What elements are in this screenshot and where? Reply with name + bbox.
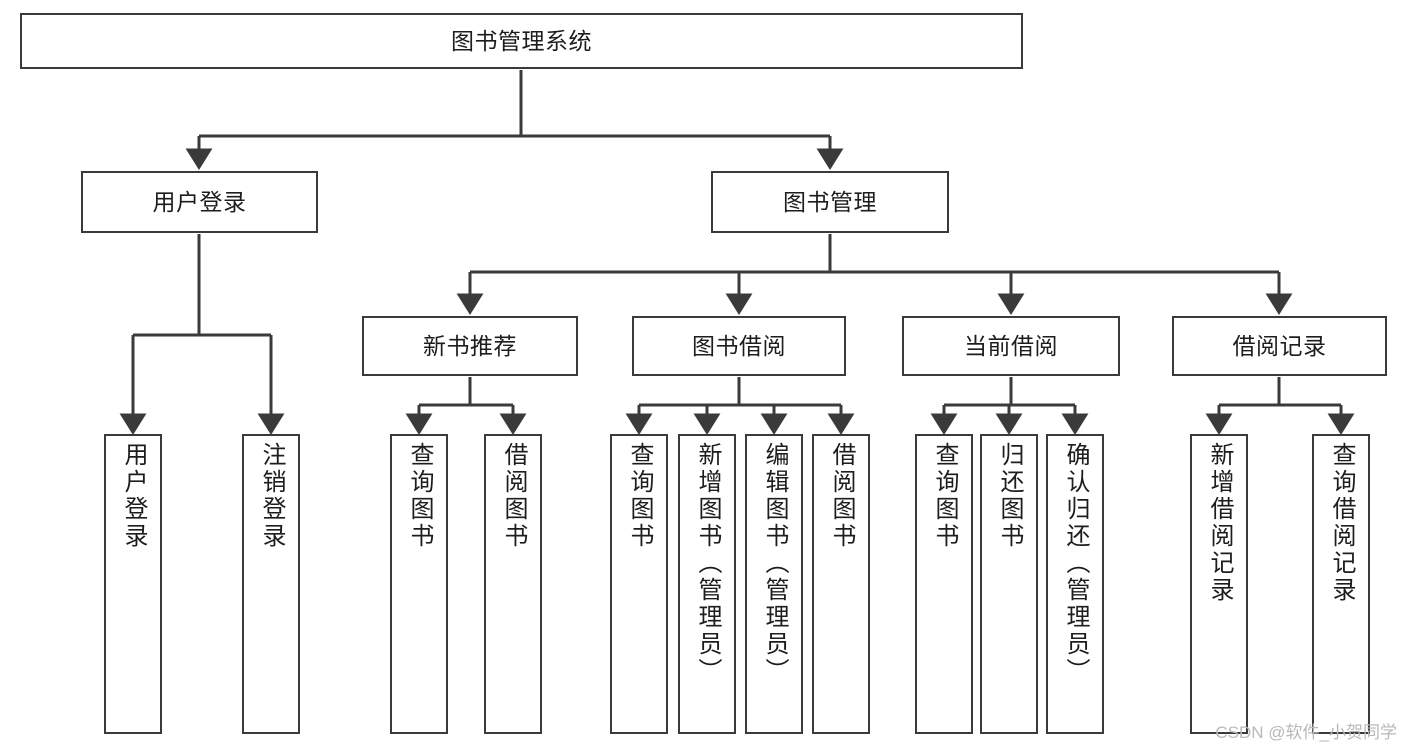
node-leaf-query-book-3[interactable]: 查询图书 <box>915 434 973 734</box>
node-leaf-query-book-2[interactable]: 查询图书 <box>610 434 668 734</box>
node-label: 注销登录 <box>258 442 285 550</box>
node-label: 新增图书（管理员） <box>694 442 721 685</box>
node-leaf-add-book[interactable]: 新增图书（管理员） <box>678 434 736 734</box>
node-label: 查询借阅记录 <box>1328 442 1355 604</box>
node-borrow-record[interactable]: 借阅记录 <box>1172 316 1387 376</box>
node-current-borrow[interactable]: 当前借阅 <box>902 316 1120 376</box>
node-label: 查询图书 <box>626 442 653 550</box>
node-label: 图书借阅 <box>692 332 786 359</box>
node-label: 确认归还（管理员） <box>1062 442 1089 685</box>
node-new-book-recommend[interactable]: 新书推荐 <box>362 316 578 376</box>
node-user-login[interactable]: 用户登录 <box>81 171 318 233</box>
node-label: 图书管理 <box>783 188 877 215</box>
node-label: 图书管理系统 <box>451 27 592 54</box>
node-book-borrow[interactable]: 图书借阅 <box>632 316 846 376</box>
node-label: 用户登录 <box>152 188 247 215</box>
node-leaf-confirm-return[interactable]: 确认归还（管理员） <box>1046 434 1104 734</box>
node-label: 新增借阅记录 <box>1206 442 1233 604</box>
node-leaf-query-record[interactable]: 查询借阅记录 <box>1312 434 1370 734</box>
node-label: 编辑图书（管理员） <box>761 442 788 685</box>
node-label: 借阅图书 <box>500 442 527 550</box>
node-leaf-query-book-1[interactable]: 查询图书 <box>390 434 448 734</box>
node-leaf-user-login[interactable]: 用户登录 <box>104 434 162 734</box>
node-leaf-borrow-book-2[interactable]: 借阅图书 <box>812 434 870 734</box>
node-label: 用户登录 <box>120 442 147 550</box>
node-book-manage[interactable]: 图书管理 <box>711 171 949 233</box>
node-label: 新书推荐 <box>423 332 517 359</box>
node-label: 借阅图书 <box>828 442 855 550</box>
node-label: 借阅记录 <box>1232 332 1327 359</box>
node-label: 归还图书 <box>996 442 1023 550</box>
csdn-watermark: CSDN @软件_小贺同学 <box>1215 723 1397 742</box>
node-label: 查询图书 <box>406 442 433 550</box>
node-leaf-add-record[interactable]: 新增借阅记录 <box>1190 434 1248 734</box>
node-leaf-logout-login[interactable]: 注销登录 <box>242 434 300 734</box>
node-root-book-management-system[interactable]: 图书管理系统 <box>20 13 1023 69</box>
node-label: 当前借阅 <box>964 332 1058 359</box>
node-leaf-borrow-book-1[interactable]: 借阅图书 <box>484 434 542 734</box>
node-leaf-edit-book[interactable]: 编辑图书（管理员） <box>745 434 803 734</box>
node-leaf-return-book[interactable]: 归还图书 <box>980 434 1038 734</box>
node-label: 查询图书 <box>931 442 958 550</box>
